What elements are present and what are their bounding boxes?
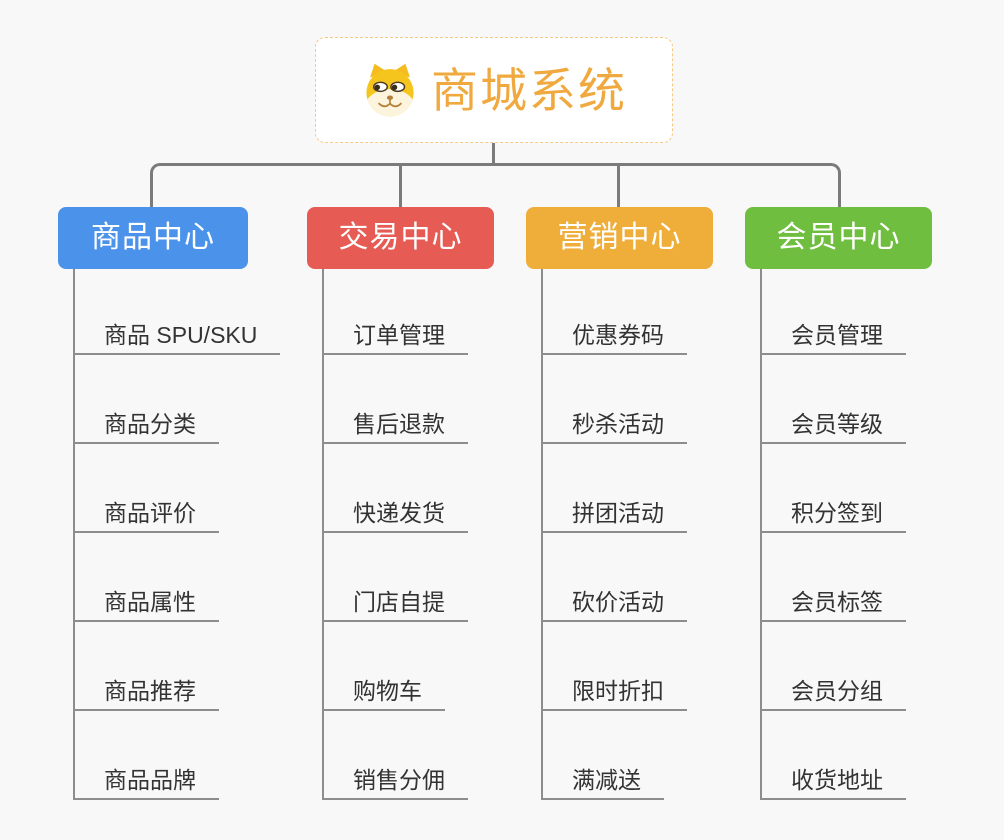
branch-node-member-center[interactable]: 会员中心 — [745, 207, 932, 269]
leaf-node[interactable]: 积分签到 — [760, 495, 906, 533]
root-node[interactable]: 商城系统 — [315, 37, 673, 143]
leaf-node[interactable]: 优惠券码 — [541, 317, 687, 355]
connector-trunk — [73, 269, 75, 800]
root-label: 商城系统 — [431, 63, 627, 117]
leaf-node[interactable]: 商品评价 — [73, 495, 219, 533]
connector-trunk — [541, 269, 543, 800]
leaf-node[interactable]: 商品品牌 — [73, 762, 219, 800]
leaf-node[interactable]: 快递发货 — [322, 495, 468, 533]
branch-node-product-center[interactable]: 商品中心 — [58, 207, 248, 269]
leaf-node[interactable]: 收货地址 — [760, 762, 906, 800]
leaf-node[interactable]: 商品 SPU/SKU — [73, 317, 281, 355]
connector-bus — [150, 163, 841, 207]
leaf-node[interactable]: 限时折扣 — [541, 673, 687, 711]
connector-trunk — [322, 269, 324, 800]
connector-trunk — [760, 269, 762, 800]
branch-node-trade-center[interactable]: 交易中心 — [307, 207, 494, 269]
leaf-node[interactable]: 门店自提 — [322, 584, 468, 622]
connector-drop — [617, 166, 620, 207]
leaf-node[interactable]: 商品分类 — [73, 406, 219, 444]
leaf-node[interactable]: 售后退款 — [322, 406, 468, 444]
doge-face-icon — [361, 62, 419, 118]
leaf-node[interactable]: 会员等级 — [760, 406, 906, 444]
leaf-node[interactable]: 商品属性 — [73, 584, 219, 622]
leaf-node[interactable]: 秒杀活动 — [541, 406, 687, 444]
leaf-node[interactable]: 销售分佣 — [322, 762, 468, 800]
leaf-node[interactable]: 会员管理 — [760, 317, 906, 355]
leaf-node[interactable]: 会员分组 — [760, 673, 906, 711]
leaf-node[interactable]: 商品推荐 — [73, 673, 219, 711]
leaf-node[interactable]: 购物车 — [322, 673, 445, 711]
leaf-node[interactable]: 拼团活动 — [541, 495, 687, 533]
leaf-node[interactable]: 砍价活动 — [541, 584, 687, 622]
connector-root-stub — [492, 143, 495, 166]
leaf-node[interactable]: 满减送 — [541, 762, 664, 800]
leaf-node[interactable]: 会员标签 — [760, 584, 906, 622]
connector-drop — [399, 166, 402, 207]
leaf-node[interactable]: 订单管理 — [322, 317, 468, 355]
branch-node-marketing-center[interactable]: 营销中心 — [526, 207, 713, 269]
